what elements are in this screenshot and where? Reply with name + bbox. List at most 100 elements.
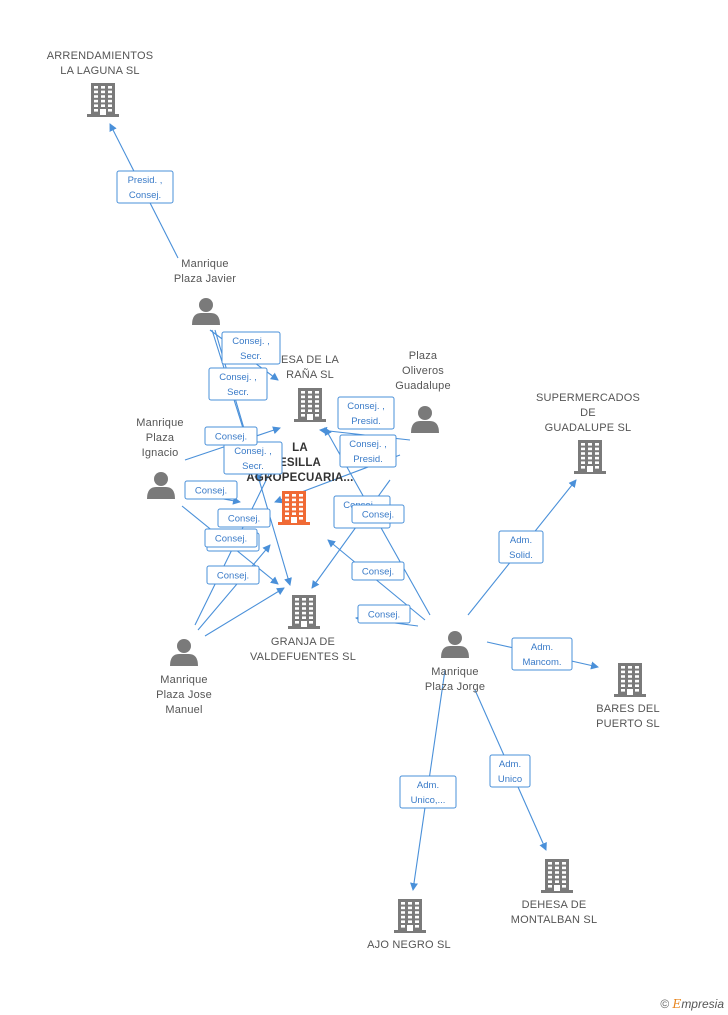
edge-label-text: Adm. <box>417 780 439 791</box>
building-icon <box>574 440 606 474</box>
building-icon <box>294 388 326 422</box>
edge-label-javier-to-dehesa_arana[interactable]: Consej. ,Secr. <box>221 331 281 365</box>
node-label: RAÑA SL <box>286 368 334 381</box>
edge-label-text: Consej. <box>368 610 400 621</box>
node-valdefuentes[interactable]: GRANJA DE VALDEFUENTES SL <box>250 595 356 663</box>
person-icon <box>170 639 198 666</box>
node-label: Manrique <box>181 258 228 270</box>
edge-label-text: Consej. , <box>349 439 387 450</box>
person-icon <box>147 472 175 499</box>
node-label: Ignacio <box>142 447 179 459</box>
edge-label-text: Adm. <box>531 642 553 653</box>
node-label: Manrique <box>431 666 478 678</box>
edge-label-ignacio-to-mesilla[interactable]: Consej. <box>184 480 238 500</box>
node-dehesa_arana[interactable]: ESA DE LA RAÑA SL <box>281 354 340 422</box>
edge-label-box <box>351 561 405 581</box>
node-label: SUPERMERCADOS <box>536 392 640 404</box>
edge-label-jorge-to-mesilla[interactable]: Consej. <box>351 561 405 581</box>
edge-label-box <box>204 426 258 446</box>
edge-label-jorge-to-bares[interactable]: Adm. Mancom. <box>511 637 573 671</box>
edge-label-jorge-to-montalban[interactable]: Adm.Unico <box>489 754 531 788</box>
node-label: Plaza <box>409 350 438 362</box>
building-icon <box>87 83 119 117</box>
edge-label-text: Solid. <box>509 550 533 561</box>
node-label: LA LAGUNA SL <box>60 65 139 77</box>
edge-label-box <box>337 396 395 430</box>
node-label: VALDEFUENTES SL <box>250 651 356 663</box>
edge-label-text: Mancom. <box>522 657 561 668</box>
edge-label-text: Consej. , <box>219 372 257 383</box>
node-label: MONTALBAN SL <box>511 914 598 926</box>
edge-label-text: Consej. , <box>234 446 272 457</box>
edge-label-jose_manuel-to-valdefuentes[interactable]: Consej. <box>206 565 260 585</box>
edge-jose_manuel-to-mesilla <box>197 544 271 631</box>
edge-label-box <box>206 565 260 585</box>
edge-label-box <box>399 775 457 809</box>
edge-label-text: Consej. <box>215 534 247 545</box>
edge-label-text: Presid. <box>351 416 381 427</box>
node-label: Manrique <box>160 674 207 686</box>
edge-label-jorge-to-ajo_negro[interactable]: Adm. Unico,... <box>399 775 457 809</box>
footer-credit: © Empresia <box>660 997 724 1011</box>
person-icon <box>192 298 220 325</box>
edge-label-box <box>339 434 397 468</box>
edge-label-text: Presid. , <box>128 175 163 186</box>
node-label: Plaza <box>146 432 175 444</box>
edge-label-text: Consej. <box>215 432 247 443</box>
edge-label-text: Unico,... <box>411 795 446 806</box>
node-label: ARRENDAMIENTOS <box>47 50 154 62</box>
node-label: ESA DE LA <box>281 354 340 366</box>
edge-label-text: Consej. <box>228 514 260 525</box>
node-mesilla[interactable]: LAESILLAAGROPECUARIA... <box>246 442 353 525</box>
node-label: GRANJA DE <box>271 636 335 648</box>
edge-jose_manuel-to-valdefuentes <box>204 587 285 637</box>
node-ajo_negro[interactable]: AJO NEGRO SL <box>367 899 451 951</box>
node-label: Guadalupe <box>395 380 451 392</box>
building-icon <box>394 899 426 933</box>
node-label: Plaza Jose <box>156 689 212 701</box>
edge-label-box <box>217 508 271 528</box>
edge-label-ignacio-to-dehesa_arana[interactable]: Consej. <box>204 426 258 446</box>
edge-label-jorge-to-dehesa_arana[interactable]: Consej. <box>351 504 405 524</box>
edge-label-text: Secr. <box>242 461 264 472</box>
brand-name: mpresia <box>681 997 724 1011</box>
edge-label-jorge-to-supermercados[interactable]: Adm.Solid. <box>498 530 544 564</box>
edge-label-jose_manuel-to-dehesa_arana[interactable]: Consej. <box>217 508 271 528</box>
edge-label-text: Secr. <box>227 387 249 398</box>
edge-label-javier-to-arrendamientos[interactable]: Presid. ,Consej. <box>116 170 174 204</box>
edge-label-javier-to-valdefuentes[interactable]: Consej. , Secr. <box>223 441 283 475</box>
node-label: LA <box>292 442 308 454</box>
edge-label-oliveros-to-mesilla[interactable]: Consej. , Presid. <box>339 434 397 468</box>
edge-label-box <box>204 528 258 548</box>
edge-label-text: Consej. <box>362 567 394 578</box>
edge-label-javier-to-mesilla[interactable]: Consej. , Secr. <box>208 367 268 401</box>
edge-label-jose_manuel-to-mesilla[interactable]: Consej. <box>204 528 258 548</box>
edge-label-text: Consej. <box>362 510 394 521</box>
edge-label-oliveros-to-dehesa_arana[interactable]: Consej. , Presid. <box>337 396 395 430</box>
edge-label-text: Unico <box>498 774 522 785</box>
building-icon <box>541 859 573 893</box>
edge-label-text: Presid. <box>353 454 383 465</box>
building-icon <box>278 491 310 525</box>
person-icon <box>411 406 439 433</box>
edge-label-text: Consej. , <box>347 401 385 412</box>
edge-labels-layer: Presid. ,Consej.Consej. ,Secr.Consej. ,S… <box>116 170 573 809</box>
copyright-symbol: © <box>660 997 670 1011</box>
edge-label-jorge-to-valdefuentes[interactable]: Consej. <box>357 604 411 624</box>
node-label: DE <box>580 407 596 419</box>
edge-label-text: Consej. , <box>232 336 270 347</box>
node-arrendamientos[interactable]: ARRENDAMIENTOS LA LAGUNA SL <box>47 50 154 117</box>
edge-label-box <box>221 331 281 365</box>
node-label: Oliveros <box>402 365 444 377</box>
edge-label-box <box>498 530 544 564</box>
